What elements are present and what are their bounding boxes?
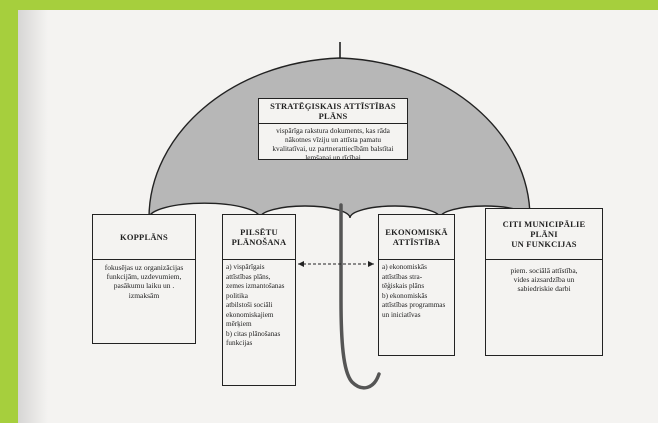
citi-title-line: UN FUNKCIJAS: [511, 239, 577, 249]
kopplans-box: KOPPLĀNS fokusējas uz organizācijas funk…: [92, 214, 196, 344]
kopplans-line: funkcijām, uzdevumiem,: [106, 272, 182, 282]
arrowhead-right-icon: [368, 261, 374, 267]
citi-line: sabiedriskie darbi: [517, 284, 571, 294]
citi-title-line: PLĀNI: [530, 229, 558, 239]
kopplans-line: fokusējas uz organizācijas: [104, 263, 184, 272]
ekonomiska-line: b) ekonomiskās: [382, 291, 428, 300]
umbrella-handle: [339, 203, 381, 390]
pilsetu-line: politika: [226, 291, 248, 300]
pilsetu-title-line: PILSĒTU: [240, 227, 278, 237]
ekonomiska-line: attīstības programmas: [382, 301, 446, 309]
pilsetu-line: atbilstoši sociāli: [226, 301, 273, 309]
arrowhead-left-icon: [298, 261, 304, 267]
citi-line: piem. sociālā attīstība,: [510, 266, 578, 275]
pilsetu-planosana-box: PILSĒTU PLĀNOŠANA a) vispārīgais attīstī…: [222, 214, 296, 386]
strategic-plan-line: kvalitatīvai, uz partnerattiecībām balst…: [272, 144, 394, 153]
ekonomiska-title-line: ATTĪSTĪBA: [392, 237, 441, 247]
ekonomiska-line: a) ekonomiskās: [382, 263, 427, 271]
pilsetu-line: funkcijas: [226, 339, 253, 347]
strategic-plan-title: STRATĒĢISKAIS ATTĪSTĪBAS PLĀNS: [259, 99, 407, 124]
pilsetu-title-line: PLĀNOŠANA: [231, 237, 287, 247]
pilsetu-line: ekonomiskajiem: [226, 310, 274, 319]
citi-municipalie-box: CITI MUNICIPĀLIE PLĀNI UN FUNKCIJAS piem…: [485, 208, 603, 356]
scan-shadow: [18, 10, 48, 423]
pilsetu-line: b) citas plānošanas: [226, 329, 281, 338]
kopplans-title: KOPPLĀNS: [120, 232, 168, 242]
kopplans-line: izmaksām: [128, 290, 160, 300]
citi-line: vides aizsardzība un: [513, 275, 575, 285]
ekonomiska-line: tēģiskais plāns: [382, 282, 425, 290]
kopplans-line: pasākumu laiku un .: [113, 281, 175, 291]
pilsetu-line: attīstības plāns,: [226, 272, 271, 281]
citi-title-line: CITI MUNICIPĀLIE: [502, 219, 586, 229]
strategic-plan-line: nākotnes vīziju un attīsta pamatu: [284, 135, 382, 144]
ekonomiska-line: attīstības stra-: [382, 272, 423, 281]
strategic-plan-line: vispārīga rakstura dokuments, kas rāda: [276, 126, 390, 135]
strategic-plan-line: lemšanai un rīcībai: [305, 153, 361, 162]
pilsetu-line: a) vispārīgais: [226, 263, 265, 271]
strategic-plan-box: STRATĒĢISKAIS ATTĪSTĪBAS PLĀNS vispārīga…: [258, 98, 408, 162]
pilsetu-line: zemes izmantošanas: [226, 282, 285, 290]
ekonomiska-line: un iniciatīvas: [382, 310, 421, 319]
ekonomiska-attistiba-box: EKONOMISKĀ ATTĪSTĪBA a) ekonomiskās attī…: [378, 214, 455, 356]
ekonomiska-title-line: EKONOMISKĀ: [385, 227, 448, 237]
pilsetu-line: mērķiem: [226, 320, 252, 328]
